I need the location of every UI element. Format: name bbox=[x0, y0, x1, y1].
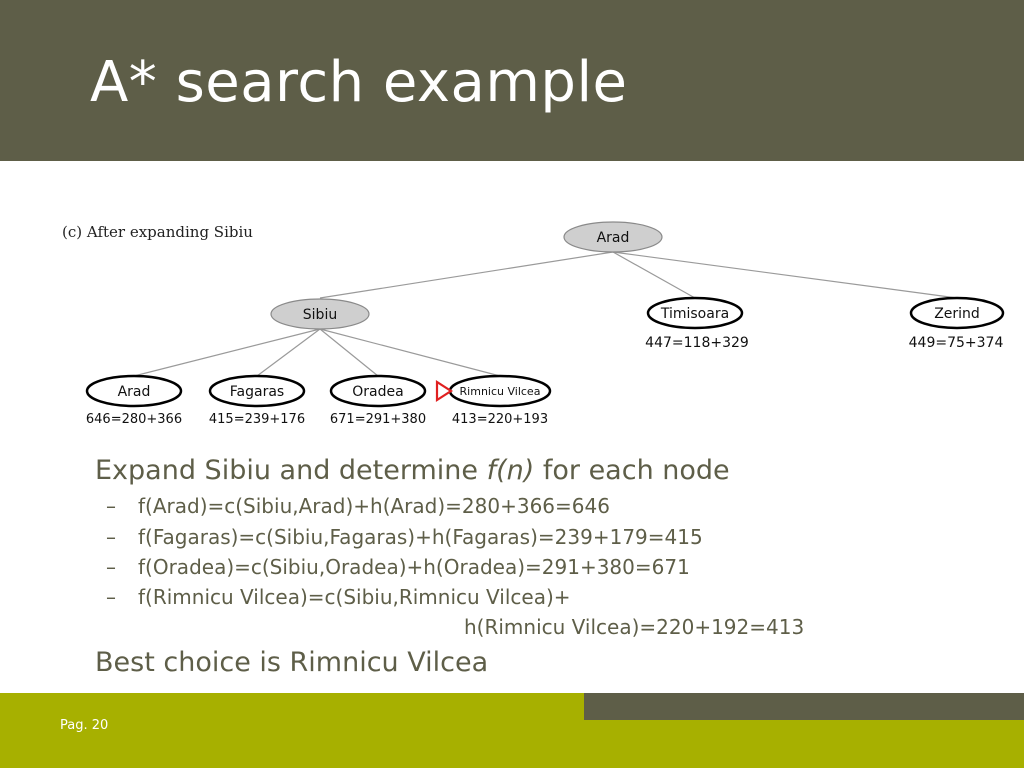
edge-arad-zerind bbox=[612, 251, 958, 299]
edge-sibiu-fagaras bbox=[256, 328, 321, 377]
bullet-dash-icon: – bbox=[106, 494, 116, 518]
node-f-value: 415=239+176 bbox=[209, 412, 305, 427]
title-bar: A* search example bbox=[0, 0, 1024, 161]
node-fagaras: Fagaras 415=239+176 bbox=[208, 374, 306, 427]
selection-marker-icon bbox=[435, 379, 454, 403]
node-f-value: 413=220+193 bbox=[452, 412, 548, 427]
bullet-dash-icon: – bbox=[106, 555, 116, 579]
node-f-value: 449=75+374 bbox=[909, 335, 1004, 351]
f-of-n: f(n) bbox=[486, 455, 535, 486]
expand-heading: Expand Sibiu and determine f(n) for each… bbox=[95, 455, 730, 486]
node-f-value: 646=280+366 bbox=[86, 412, 182, 427]
bullet-continuation: h(Rimnicu Vilcea)=220+192=413 bbox=[464, 615, 805, 639]
footer-accent-bar bbox=[584, 693, 1024, 720]
conclusion-text: Best choice is Rimnicu Vilcea bbox=[95, 647, 489, 678]
bullet-dash-icon: – bbox=[106, 585, 116, 609]
bullet-item: –f(Arad)=c(Sibiu,Arad)+h(Arad)=280+366=6… bbox=[106, 494, 610, 518]
node-zerind: Zerind 449=75+374 bbox=[909, 296, 1005, 351]
bullet-dash-icon: – bbox=[106, 525, 116, 549]
page-number: Pag. 20 bbox=[60, 718, 109, 733]
node-f-value: 671=291+380 bbox=[330, 412, 426, 427]
bullet-item: –f(Rimnicu Vilcea)=c(Sibiu,Rimnicu Vilce… bbox=[106, 585, 571, 609]
edge-sibiu-oradea bbox=[319, 328, 379, 377]
node-sibiu: Sibiu bbox=[270, 298, 370, 330]
edge-arad-timisoara bbox=[612, 251, 696, 299]
edge-sibiu-rimnicu bbox=[319, 328, 501, 377]
node-label: Sibiu bbox=[303, 307, 337, 323]
tree-edges bbox=[133, 251, 958, 377]
node-label: Rimnicu Vilcea bbox=[460, 385, 541, 398]
edge-sibiu-arad bbox=[133, 328, 321, 377]
node-label: Fagaras bbox=[230, 384, 284, 400]
edge-arad-sibiu bbox=[319, 251, 614, 299]
node-f-value: 447=118+329 bbox=[645, 335, 749, 351]
bullet-item: –f(Fagaras)=c(Sibiu,Fagaras)+h(Fagaras)=… bbox=[106, 525, 703, 549]
node-arad-child: Arad 646=280+366 bbox=[85, 374, 183, 427]
node-rimnicu-vilcea: Rimnicu Vilcea 413=220+193 bbox=[448, 374, 552, 427]
node-label: Timisoara bbox=[660, 306, 729, 322]
node-arad-root: Arad bbox=[563, 221, 663, 253]
node-oradea: Oradea 671=291+380 bbox=[329, 374, 427, 427]
bullet-item: –f(Oradea)=c(Sibiu,Oradea)+h(Oradea)=291… bbox=[106, 555, 690, 579]
node-timisoara: Timisoara 447=118+329 bbox=[645, 296, 749, 351]
slide-title: A* search example bbox=[90, 50, 628, 115]
node-label: Zerind bbox=[934, 306, 980, 322]
node-label: Arad bbox=[597, 230, 630, 246]
node-label: Oradea bbox=[352, 384, 403, 400]
node-label: Arad bbox=[118, 384, 151, 400]
search-tree-diagram: (c) After expanding Sibiu Arad Sibiu Tim… bbox=[62, 221, 1005, 427]
figure-caption: (c) After expanding Sibiu bbox=[62, 223, 253, 241]
